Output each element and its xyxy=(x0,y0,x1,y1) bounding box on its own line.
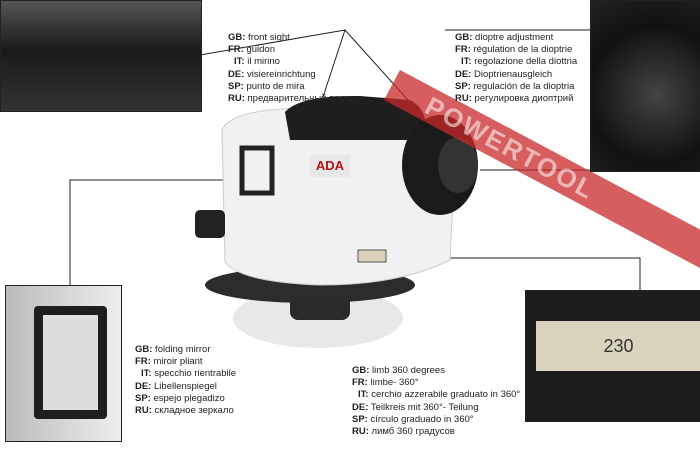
language-code: GB: xyxy=(352,365,370,376)
callout-line: SP: punto de mira xyxy=(228,81,361,93)
language-code: IT: xyxy=(358,389,369,401)
callout-line: IT: regolazione della diottria xyxy=(455,56,577,68)
callout-text: Libellenspiegel xyxy=(151,380,217,392)
language-code: RU: xyxy=(135,405,152,417)
callout-text: punto de mira xyxy=(243,80,305,92)
callout-text: Dioptrienausgleich xyxy=(471,68,553,80)
callout-line: GB: limb 360 degrees xyxy=(352,365,520,377)
callout-text: front sight xyxy=(245,32,290,43)
language-code: DE: xyxy=(228,68,245,80)
callout-text: círculo graduado in 360° xyxy=(367,413,474,425)
callout-text: il mirino xyxy=(244,56,280,68)
language-code: GB: xyxy=(228,32,246,43)
callout-text: regulación de la dioptria xyxy=(470,80,575,92)
language-code: FR: xyxy=(455,44,471,56)
callout-text: visiereinrichtung xyxy=(244,68,316,80)
callout-text: régulation de la dioptrie xyxy=(470,44,573,56)
callout-line: DE: visiereinrichtung xyxy=(228,69,361,81)
callout-text: лимб 360 градусов xyxy=(368,426,455,438)
callout-line: DE: Teilkreis mit 360°- Teilung xyxy=(352,402,520,414)
callout-text: guidon xyxy=(243,44,275,56)
language-code: DE: xyxy=(455,68,472,80)
callout-line: FR: régulation de la dioptrie xyxy=(455,44,577,56)
callout-line: DE: Libellenspiegel xyxy=(135,381,236,393)
callout-text: dioptre adjustment xyxy=(472,32,554,43)
language-code: GB: xyxy=(135,344,153,355)
callout-line: RU: предварительный прицел xyxy=(228,93,361,105)
callout-line: GB: folding mirror xyxy=(135,344,236,356)
brand-logo: ADA xyxy=(310,155,350,177)
callout-text: Teilkreis mit 360°- Teilung xyxy=(368,401,479,413)
callout-text: регулировка диоптрий xyxy=(471,93,574,105)
scale-reading: 230 xyxy=(536,321,700,371)
language-code: RU: xyxy=(228,93,245,105)
level-instrument xyxy=(195,95,478,348)
callout-text: espejo plegadizo xyxy=(150,392,225,404)
language-code: IT: xyxy=(234,56,245,68)
limb-scale-closeup: 230 xyxy=(525,290,700,422)
callout-text: предварительный прицел xyxy=(244,93,361,105)
language-code: SP: xyxy=(352,413,368,425)
language-code: IT: xyxy=(141,368,152,380)
callout-text: limbe- 360° xyxy=(367,377,419,389)
callout-text: regolazione della diottria xyxy=(471,56,578,68)
callout-line: RU: складное зеркало xyxy=(135,405,236,417)
callout-line: FR: guidon xyxy=(228,44,361,56)
front-sight-closeup xyxy=(0,0,202,112)
callout-line: SP: regulación de la dioptria xyxy=(455,81,577,93)
mirror-frame xyxy=(34,306,107,419)
language-code: GB: xyxy=(455,32,473,43)
callout-line: IT: cerchio azzerabile graduato in 360° xyxy=(352,389,520,401)
callout-line: RU: лимб 360 градусов xyxy=(352,426,520,438)
language-code: FR: xyxy=(135,356,151,368)
callout-line: GB: front sight xyxy=(228,32,361,44)
callout-line: SP: círculo graduado in 360° xyxy=(352,414,520,426)
callout-line: FR: miroir pliant xyxy=(135,356,236,368)
callout-text: складное зеркало xyxy=(151,405,234,417)
callout-text: cerchio azzerabile graduato in 360° xyxy=(368,389,521,401)
callout-text: miroir pliant xyxy=(150,356,203,368)
callout-line: RU: регулировка диоптрий xyxy=(455,93,577,105)
callout-line: DE: Dioptrienausgleich xyxy=(455,69,577,81)
language-code: SP: xyxy=(135,392,151,404)
callout-text: limb 360 degrees xyxy=(369,365,445,376)
callout-line: SP: espejo plegadizo xyxy=(135,393,236,405)
callout-line: GB: dioptre adjustment xyxy=(455,32,577,44)
callout-line: IT: specchio rientrabile xyxy=(135,368,236,380)
language-code: RU: xyxy=(352,426,369,438)
dioptre-closeup xyxy=(590,0,700,172)
callout-line: FR: limbe- 360° xyxy=(352,377,520,389)
language-code: SP: xyxy=(228,80,244,92)
language-code: DE: xyxy=(352,401,369,413)
language-code: FR: xyxy=(228,44,244,56)
callout-text: folding mirror xyxy=(152,344,211,355)
language-code: SP: xyxy=(455,80,471,92)
language-code: FR: xyxy=(352,377,368,389)
language-code: DE: xyxy=(135,380,152,392)
callout-line: IT: il mirino xyxy=(228,56,361,68)
mirror-closeup xyxy=(5,285,122,442)
language-code: RU: xyxy=(455,93,472,105)
language-code: IT: xyxy=(461,56,472,68)
callout-text: specchio rientrabile xyxy=(151,368,237,380)
